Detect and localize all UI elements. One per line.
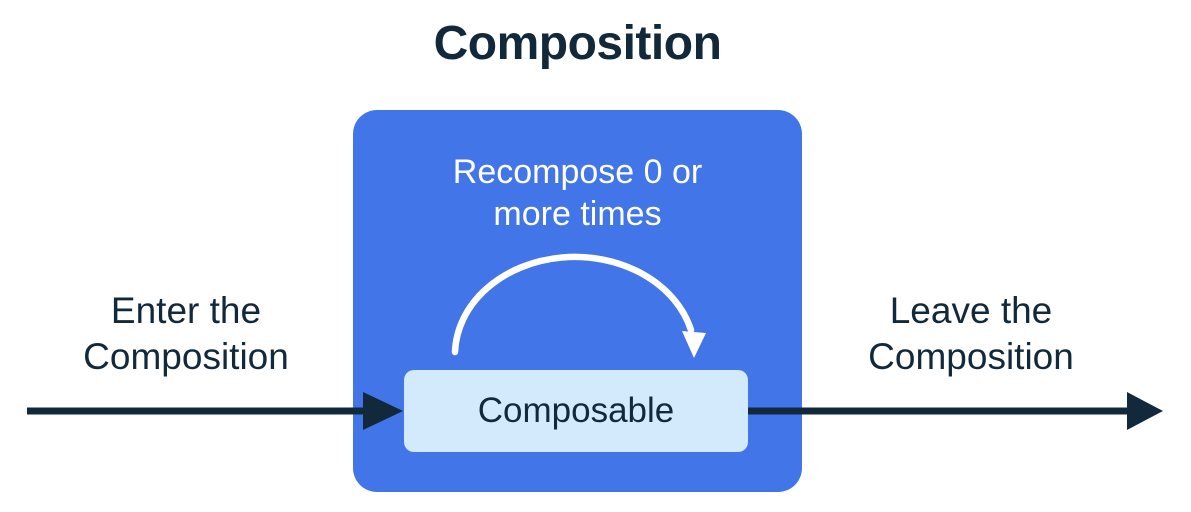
leave-label-line2: Composition	[868, 336, 1074, 377]
composable-label: Composable	[477, 391, 675, 430]
enter-label-line1: Enter the	[110, 290, 262, 331]
recompose-label-line1: Recompose 0 or	[452, 153, 703, 191]
leave-label: Leave the Composition	[811, 288, 1131, 380]
diagram-title: Composition	[433, 17, 722, 70]
exit-arrow-icon	[748, 392, 1163, 430]
enter-label-line2: Composition	[83, 336, 289, 377]
leave-label-line1: Leave the	[889, 290, 1053, 331]
enter-arrow-icon	[27, 392, 403, 430]
enter-label: Enter the Composition	[26, 288, 346, 380]
recompose-label-line2: more times	[493, 195, 662, 233]
recompose-label: Recompose 0 or more times	[353, 151, 802, 235]
composable-box: Composable	[404, 370, 748, 452]
